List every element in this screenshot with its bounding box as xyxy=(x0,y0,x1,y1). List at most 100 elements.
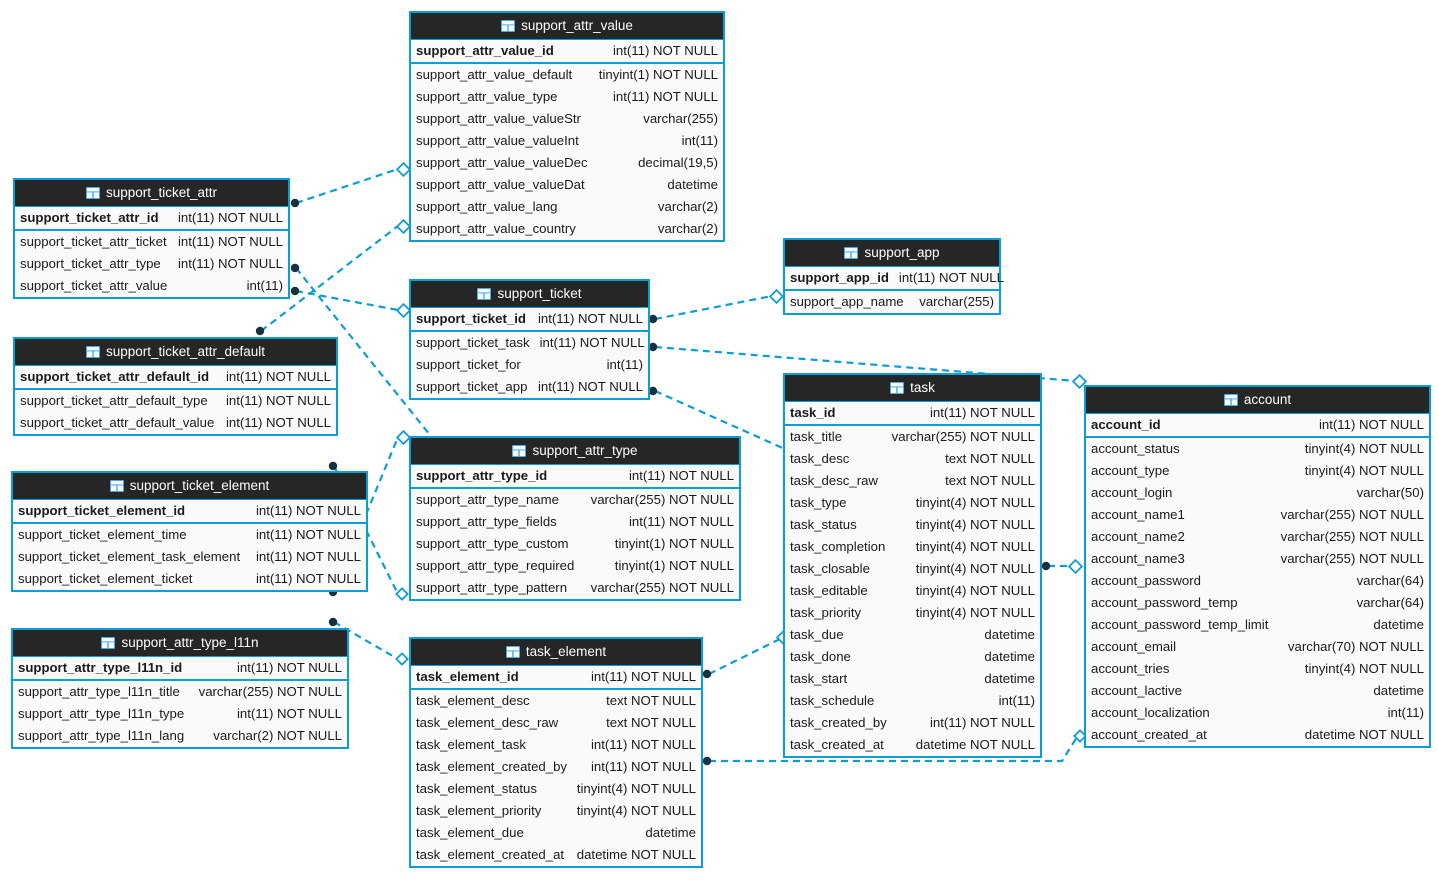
entity-header-support_attr_value[interactable]: support_attr_value xyxy=(411,13,723,39)
entity-header-account[interactable]: account xyxy=(1086,387,1429,413)
entity-header-support_ticket[interactable]: support_ticket xyxy=(411,281,648,307)
entity-header-support_ticket_attr[interactable]: support_ticket_attr xyxy=(15,180,288,206)
entity-header-task_element[interactable]: task_element xyxy=(411,639,701,665)
entity-header-support_attr_type[interactable]: support_attr_type xyxy=(411,438,739,464)
entity-header-support_ticket_element[interactable]: support_ticket_element xyxy=(13,473,366,499)
entity-header-task[interactable]: task xyxy=(785,375,1040,401)
entity-header-support_attr_type_l11n[interactable]: support_attr_type_l11n xyxy=(13,630,347,656)
entity-header-support_ticket_attr_default[interactable]: support_ticket_attr_default xyxy=(15,339,336,365)
entity-header-support_app[interactable]: support_app xyxy=(785,240,999,266)
